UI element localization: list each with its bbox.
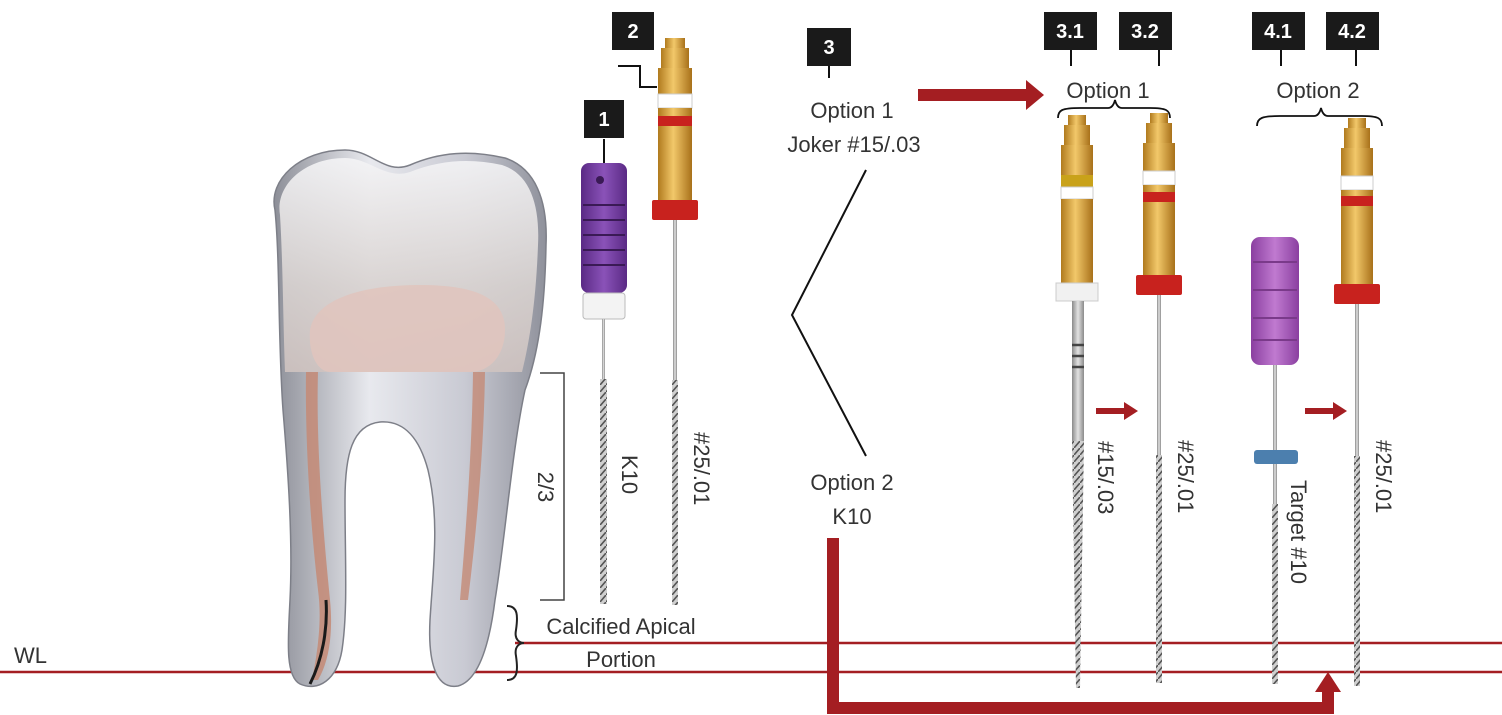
file-15-03-label: #15/.03 (1093, 441, 1118, 514)
file-25-01-first-label: #25/.01 (689, 432, 714, 505)
file-25-01-second (1136, 113, 1182, 683)
file-25-01-third (1334, 118, 1380, 686)
svg-text:4.2: 4.2 (1338, 21, 1366, 43)
calcified-label-line2: Portion (586, 647, 656, 672)
file-25-01-second-label: #25/.01 (1173, 440, 1198, 513)
molar-tooth (274, 150, 546, 686)
file-15-03 (1056, 115, 1098, 688)
arrow-10-to-25 (1305, 402, 1347, 420)
k10-label: K10 (617, 455, 642, 494)
wl-label: WL (14, 643, 47, 668)
svg-text:1: 1 (598, 109, 609, 131)
arrow-option2-path (833, 538, 1341, 708)
target-10-hand-file (1251, 237, 1299, 684)
file-25-01-first (618, 38, 698, 605)
step-badge-3: 3 (807, 28, 851, 78)
step-badge-4-2: 4.2 (1326, 12, 1379, 66)
svg-text:4.1: 4.1 (1264, 21, 1292, 43)
k10-hand-file (581, 139, 627, 604)
fraction-label: 2/3 (533, 472, 558, 503)
step-badge-3-1: 3.1 (1044, 12, 1097, 66)
step-badge-1: 1 (584, 100, 624, 138)
step-badge-4-1: 4.1 (1252, 12, 1305, 66)
group-option2-label: Option 2 (1276, 78, 1359, 103)
decision-branch-lines (792, 170, 866, 456)
arrow-to-option1 (918, 80, 1044, 110)
svg-text:3.1: 3.1 (1056, 21, 1084, 43)
decision-option1-line2: Joker #15/.03 (787, 132, 920, 157)
step-badge-2: 2 (612, 12, 654, 50)
target-10-label: Target #10 (1286, 480, 1311, 584)
decision-option2-line2: K10 (832, 504, 871, 529)
svg-text:2: 2 (627, 21, 638, 43)
decision-option2-line1: Option 2 (810, 470, 893, 495)
decision-option1-line1: Option 1 (810, 98, 893, 123)
svg-text:3: 3 (823, 37, 834, 59)
step-badge-3-2: 3.2 (1119, 12, 1172, 66)
svg-text:3.2: 3.2 (1131, 21, 1159, 43)
file-25-01-third-label: #25/.01 (1371, 440, 1396, 513)
group-option1-label: Option 1 (1066, 78, 1149, 103)
calcified-label-line1: Calcified Apical (546, 614, 695, 639)
arrow-15-to-25 (1096, 402, 1138, 420)
